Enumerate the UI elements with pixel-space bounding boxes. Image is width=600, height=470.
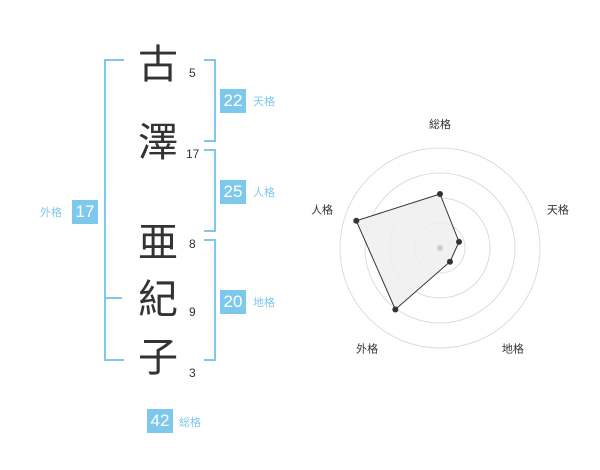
name-char-4: 紀 xyxy=(138,277,178,323)
radar-axis-label-4: 外格 xyxy=(356,341,378,355)
jinkaku-bracket xyxy=(204,149,216,232)
gaikaku-label: 外格 xyxy=(40,206,62,219)
stroke-count-2: 17 xyxy=(186,147,200,161)
soukaku-label: 総格 xyxy=(179,416,201,429)
stroke-count-4: 9 xyxy=(189,305,196,319)
radar-point-2 xyxy=(456,238,463,245)
stroke-count-5: 3 xyxy=(189,366,196,380)
radar-value-area xyxy=(355,193,460,311)
radar-axis-label-3: 地格 xyxy=(502,341,524,355)
radar-point-4 xyxy=(392,306,399,313)
gaikaku-bracket-divider xyxy=(104,297,122,299)
jinkaku-label: 人格 xyxy=(253,186,275,199)
chikaku-value-badge: 20 xyxy=(220,290,246,314)
name-char-1: 古 xyxy=(138,42,178,88)
name-char-5: 子 xyxy=(138,335,178,381)
name-char-2: 澤 xyxy=(138,120,178,166)
tenkaku-value-badge: 22 xyxy=(220,89,246,113)
name-char-3: 亜 xyxy=(138,220,178,266)
tenkaku-label: 天格 xyxy=(253,95,275,108)
radar-grid-ring xyxy=(339,147,541,349)
soukaku-value-badge: 42 xyxy=(147,409,173,433)
radar-point-5 xyxy=(353,217,360,224)
stroke-count-1: 5 xyxy=(189,66,196,80)
chikaku-label: 地格 xyxy=(253,296,275,309)
radar-axis-label-5: 人格 xyxy=(311,203,333,217)
stroke-count-3: 8 xyxy=(189,237,196,251)
radar-center-point xyxy=(437,245,443,251)
radar-grid-ring xyxy=(364,172,516,324)
radar-point-3 xyxy=(446,258,453,265)
gaikaku-value-badge: 17 xyxy=(72,200,98,224)
radar-axis-label-2: 天格 xyxy=(547,203,569,217)
chikaku-bracket xyxy=(204,239,216,361)
radar-point-1 xyxy=(437,191,443,197)
gaikaku-bracket xyxy=(104,59,124,361)
tenkaku-bracket xyxy=(204,59,216,142)
jinkaku-value-badge: 25 xyxy=(220,180,246,204)
radar-axis-label-1: 総格 xyxy=(429,117,451,131)
